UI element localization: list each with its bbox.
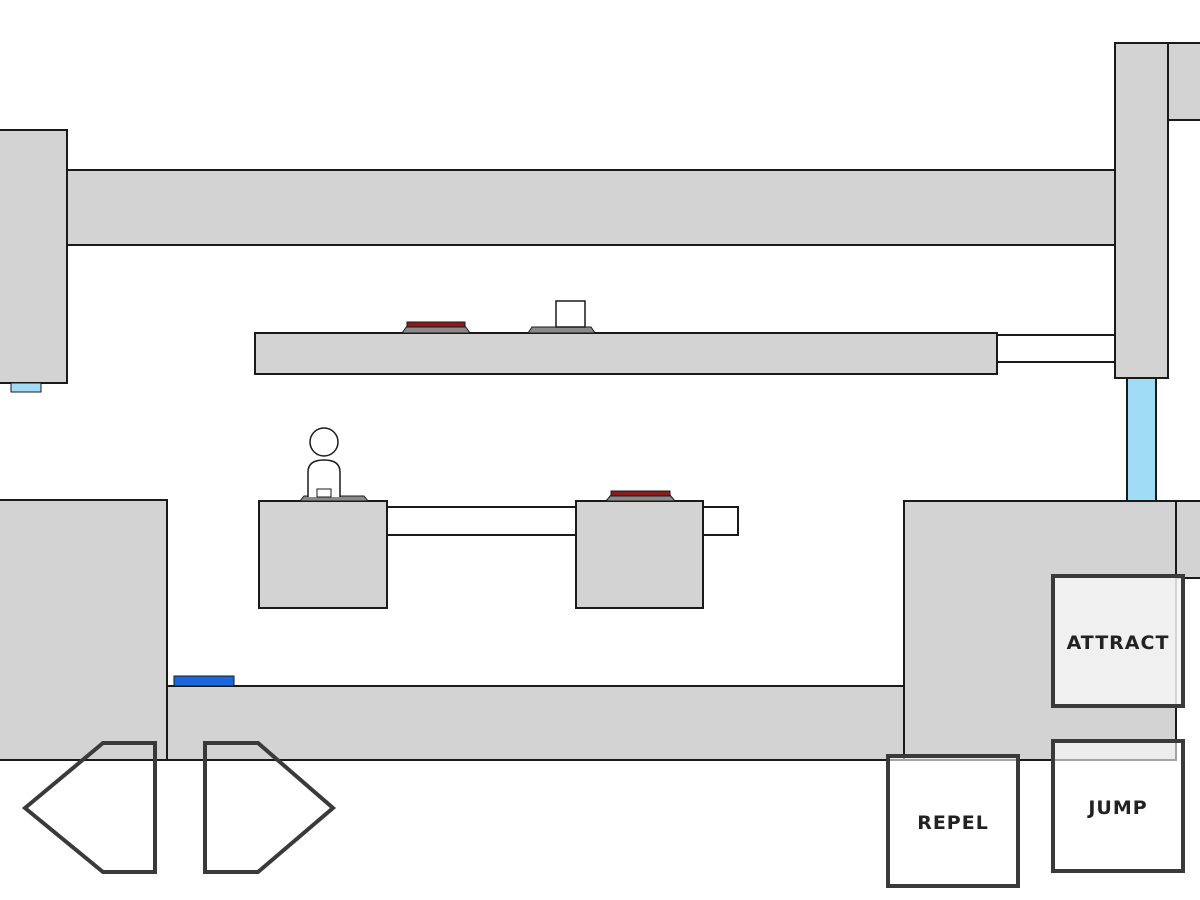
lower-bridge-stub <box>702 506 739 536</box>
pressure-plate <box>527 326 596 334</box>
far-right-lower-block <box>1175 500 1200 579</box>
block-right <box>575 500 704 609</box>
far-right-upper-block <box>1167 42 1200 121</box>
lower-bridge <box>386 506 577 536</box>
blue-item <box>173 675 235 687</box>
right-column <box>1114 42 1169 379</box>
move-right-button[interactable] <box>203 741 337 874</box>
small-water-drip <box>10 382 42 393</box>
floor <box>166 685 905 761</box>
water-column <box>1126 377 1157 502</box>
red-pressure-button <box>406 321 466 328</box>
repel-label: REPEL <box>917 812 989 834</box>
repel-button[interactable]: REPEL <box>886 754 1020 888</box>
middle-platform <box>254 332 998 375</box>
attract-button[interactable]: ATTRACT <box>1051 574 1185 708</box>
jump-button[interactable]: JUMP <box>1051 739 1185 873</box>
movable-box <box>555 300 586 328</box>
player-character <box>307 427 341 498</box>
top-beam <box>66 169 1116 246</box>
attract-label: ATTRACT <box>1067 632 1170 654</box>
red-pressure-button <box>610 490 671 497</box>
block-left <box>258 500 388 609</box>
left-upper-pillar <box>0 129 68 384</box>
jump-label: JUMP <box>1086 797 1147 819</box>
move-left-button[interactable] <box>21 741 157 874</box>
left-lower-block <box>0 499 168 761</box>
upper-bridge <box>996 334 1116 363</box>
